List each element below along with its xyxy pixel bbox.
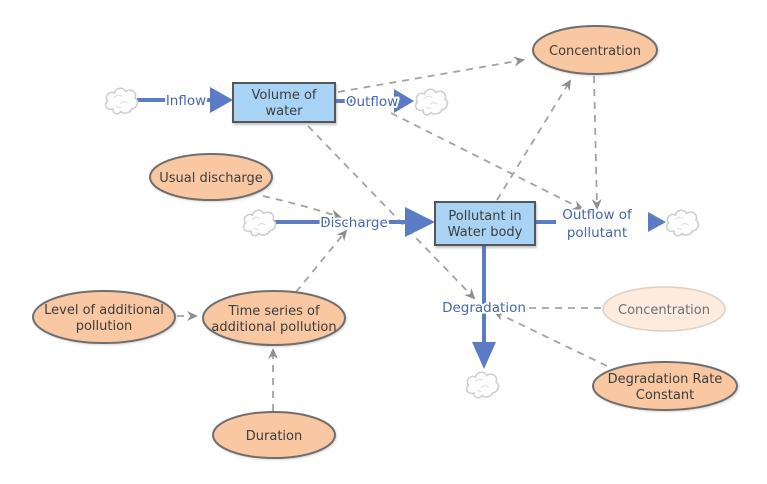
flow-inflow[interactable] <box>137 87 233 113</box>
svg-text:pollution: pollution <box>76 319 133 334</box>
svg-text:Degradation Rate: Degradation Rate <box>608 372 723 387</box>
connector-outflow-to-outflow-of-pollutant[interactable] <box>390 112 584 210</box>
clouds <box>104 87 700 399</box>
discharge-arrowhead-icon <box>405 207 435 237</box>
svg-text:Concentration: Concentration <box>549 44 641 59</box>
connectors <box>177 56 608 411</box>
flows <box>137 87 666 369</box>
cloud-outflow-of-pollutant-sink-icon[interactable] <box>665 209 700 237</box>
flow-inflow-label[interactable]: Inflow <box>164 91 208 111</box>
connector-volume-to-degradation[interactable] <box>307 125 476 300</box>
flow-discharge[interactable] <box>273 207 435 237</box>
degradation-arrowhead-icon <box>472 342 496 369</box>
cloud-outflow-sink-icon[interactable] <box>414 88 449 116</box>
svg-text:Usual discharge: Usual discharge <box>159 171 263 186</box>
variable-degradation-rate-constant[interactable]: Degradation Rate Constant <box>592 361 738 411</box>
inflow-arrowhead-icon <box>210 87 233 113</box>
flow-outflow-of-pollutant-label[interactable]: Outflow of pollutant <box>560 205 635 243</box>
connector-timeseries-to-discharge[interactable] <box>295 229 348 293</box>
svg-text:Volume of: Volume of <box>251 88 316 103</box>
svg-text:water: water <box>265 104 303 119</box>
svg-text:Outflow of: Outflow of <box>562 207 633 223</box>
flow-outflow-of-pollutant[interactable] <box>535 212 666 232</box>
svg-text:Time series of: Time series of <box>227 304 320 319</box>
svg-text:Water body: Water body <box>448 225 523 240</box>
flow-degradation[interactable] <box>472 245 496 369</box>
flow-degradation-label[interactable]: Degradation <box>440 298 528 318</box>
svg-text:Constant: Constant <box>636 388 694 403</box>
stock-volume-of-water[interactable]: Volume of water <box>232 82 336 123</box>
flow-labels: Inflow Outflow Discharge Outflow of poll… <box>164 91 635 318</box>
variable-concentration[interactable]: Concentration <box>532 25 658 75</box>
svg-text:Duration: Duration <box>246 429 302 444</box>
outflow-of-pollutant-arrowhead-icon <box>648 212 666 232</box>
outflow-arrowhead-icon <box>394 89 414 113</box>
flow-outflow[interactable] <box>335 89 414 113</box>
connector-volume-to-concentration[interactable] <box>337 56 525 93</box>
svg-text:additional pollution: additional pollution <box>211 320 336 335</box>
variable-level-of-additional-pollution[interactable]: Level of additional pollution <box>32 290 176 344</box>
svg-text:Level of additional: Level of additional <box>44 303 164 318</box>
variable-usual-discharge[interactable]: Usual discharge <box>149 153 273 201</box>
flow-outflow-label[interactable]: Outflow <box>344 92 400 112</box>
cloud-discharge-source-icon[interactable] <box>242 209 277 237</box>
svg-text:Pollutant in: Pollutant in <box>448 209 521 224</box>
connector-pollutant-to-concentration[interactable] <box>496 79 572 201</box>
connector-usual-discharge-to-discharge[interactable] <box>262 195 342 219</box>
connector-concentration-to-outflow-of-pollutant[interactable] <box>591 75 602 210</box>
stock-pollutant-in-water-body[interactable]: Pollutant in Water body <box>434 201 536 246</box>
svg-text:pollutant: pollutant <box>567 225 627 241</box>
flow-discharge-label[interactable]: Discharge <box>318 213 390 233</box>
variable-duration[interactable]: Duration <box>212 411 336 459</box>
variable-concentration-ghost[interactable]: Concentration <box>602 286 726 332</box>
cloud-inflow-source-icon[interactable] <box>104 87 139 115</box>
svg-text:Concentration: Concentration <box>618 303 710 318</box>
cloud-degradation-sink-icon[interactable] <box>465 371 500 399</box>
connector-degradation-rate-to-degradation[interactable] <box>493 311 608 367</box>
variable-time-series-of-additional-pollution[interactable]: Time series of additional pollution <box>202 290 346 346</box>
